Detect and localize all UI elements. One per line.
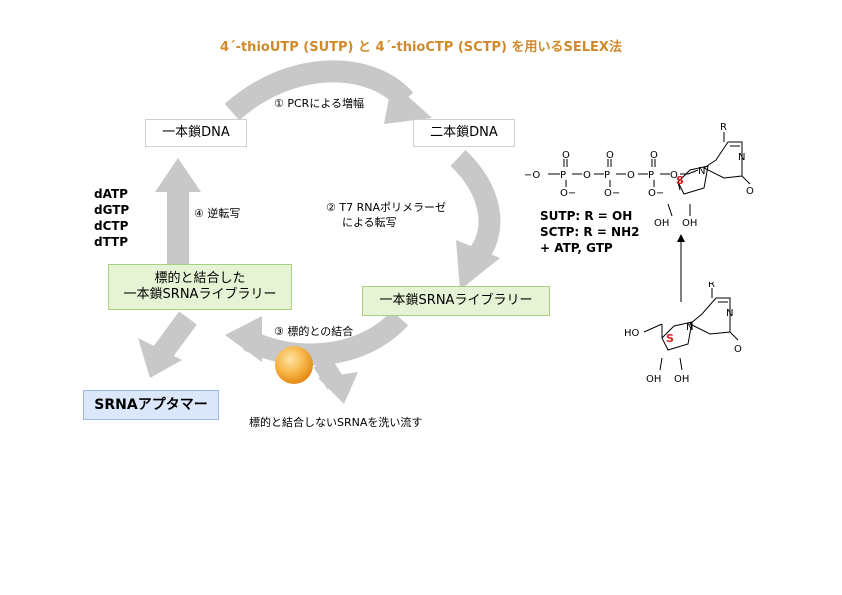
triphosphate-structure: −O P P P O O O O O O O− O− O− S N N O R … — [524, 122, 754, 229]
aptamer-box: SRNAアプタマー — [83, 390, 219, 420]
nucleoside-n3-label: N — [726, 308, 733, 319]
o-minus-2: O− — [604, 188, 620, 199]
nucleotide-list: dATP dGTP dCTP dTTP — [94, 186, 129, 250]
o-minus-1: O− — [560, 188, 576, 199]
arrow-binding-head — [225, 316, 262, 362]
nucleoside-n1-label: N — [686, 322, 693, 333]
ho-label: HO — [624, 328, 640, 339]
oh-2-label: OH — [654, 218, 669, 229]
arrow-pcr-head — [384, 82, 432, 124]
ssdna-box: 一本鎖DNA — [145, 119, 247, 147]
diagram-title: 4´-thioUTP (SUTP) と 4´-thioCTP (SCTP) を用… — [220, 40, 622, 55]
nucleoside-structure: HO S N N O R OH OH — [624, 282, 742, 385]
sulfur-label: S — [676, 174, 684, 187]
arrow-t7-head — [456, 240, 500, 290]
step-rt-label: ④ 逆転写 — [194, 207, 241, 220]
o-minus-3: O− — [648, 188, 664, 199]
p2-label: P — [604, 170, 610, 181]
bound-library-box: 標的と結合した 一本鎖SRNAライブラリー — [108, 264, 292, 310]
nucleotide-datp: dATP — [94, 187, 128, 201]
srna-library-box: 一本鎖SRNAライブラリー — [362, 286, 550, 316]
step-t7-label-line2: による転写 — [342, 216, 397, 229]
nucleotide-dttp: dTTP — [94, 235, 129, 249]
step-t7-label-line1: ② T7 RNAポリメラーゼ — [326, 201, 446, 214]
arrow-wash-head — [318, 372, 358, 404]
n3-label: N — [738, 152, 745, 163]
oh-3-label: OH — [682, 218, 697, 229]
sutp-label: SUTP: R = OH — [540, 209, 633, 223]
o-top-3: O — [650, 150, 658, 161]
arrow-t7 — [450, 149, 501, 262]
wash-label: 標的と結合しないSRNAを洗い流す — [249, 416, 423, 429]
arrow-aptamer-head — [138, 338, 182, 378]
minus-o-label: −O — [524, 170, 540, 181]
o-bridge-2: O — [627, 170, 635, 181]
bound-library-line1: 標的と結合した — [154, 271, 246, 286]
target-ball — [275, 346, 313, 384]
sctp-label: SCTP: R = NH2 — [540, 225, 640, 239]
o-bridge-1: O — [583, 170, 591, 181]
arrow-pcr — [224, 60, 414, 121]
bound-library-line2: 一本鎖SRNAライブラリー — [123, 287, 277, 302]
o-top-2: O — [606, 150, 614, 161]
nucleoside-o-label: O — [734, 344, 742, 355]
arrow-aptamer — [151, 311, 197, 363]
thio-ntp-legend: SUTP: R = OH SCTP: R = NH2 + ATP, GTP — [540, 208, 640, 256]
o-carbonyl-label: O — [746, 186, 754, 197]
arrow-binding — [242, 310, 409, 366]
dsdna-box: 二本鎖DNA — [413, 119, 515, 147]
nucleotide-dgtp: dGTP — [94, 203, 130, 217]
r-label: R — [720, 122, 727, 133]
o-bridge-3: O — [670, 170, 678, 181]
nucleotide-dctp: dCTP — [94, 219, 129, 233]
nucleoside-sulfur-label: S — [666, 332, 674, 345]
o-top-1: O — [562, 150, 570, 161]
n1-label: N — [698, 166, 705, 177]
atp-gtp-label: + ATP, GTP — [540, 241, 613, 255]
step-binding-label: ③ 標的との結合 — [274, 325, 354, 338]
nucleoside-oh-3: OH — [674, 374, 689, 385]
p1-label: P — [560, 170, 566, 181]
step-pcr-label: ① PCRによる増幅 — [274, 97, 364, 110]
nucleoside-oh-2: OH — [646, 374, 661, 385]
p3-label: P — [648, 170, 654, 181]
synthesis-arrow — [677, 234, 685, 302]
arrow-rt-head — [155, 158, 201, 192]
nucleoside-r-label: R — [708, 282, 715, 290]
